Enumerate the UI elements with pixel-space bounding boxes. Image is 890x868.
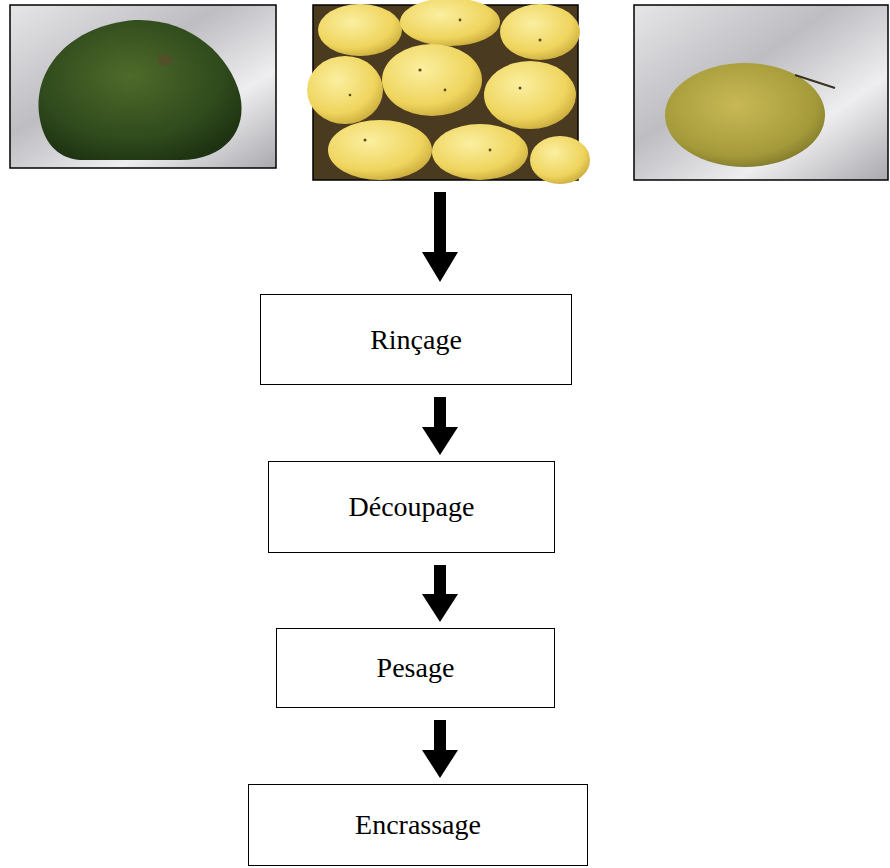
process-box: Pesage [276, 628, 555, 708]
green-mango-photo [10, 5, 276, 168]
down-arrow [422, 192, 458, 282]
step-label: Pesage [377, 651, 455, 685]
step-label: Rinçage [370, 323, 462, 357]
yellow-mangoes-photo [307, 0, 590, 184]
ripe-mango-photo [634, 5, 888, 180]
flow-arrow [422, 565, 458, 622]
step-label: Découpage [349, 490, 475, 524]
process-box: Encrassage [248, 784, 588, 866]
flow-arrow [422, 720, 458, 778]
flow-arrow [422, 397, 458, 455]
process-box: Découpage [268, 461, 555, 553]
step-label: Encrassage [355, 808, 481, 842]
process-box: Rinçage [260, 294, 572, 385]
